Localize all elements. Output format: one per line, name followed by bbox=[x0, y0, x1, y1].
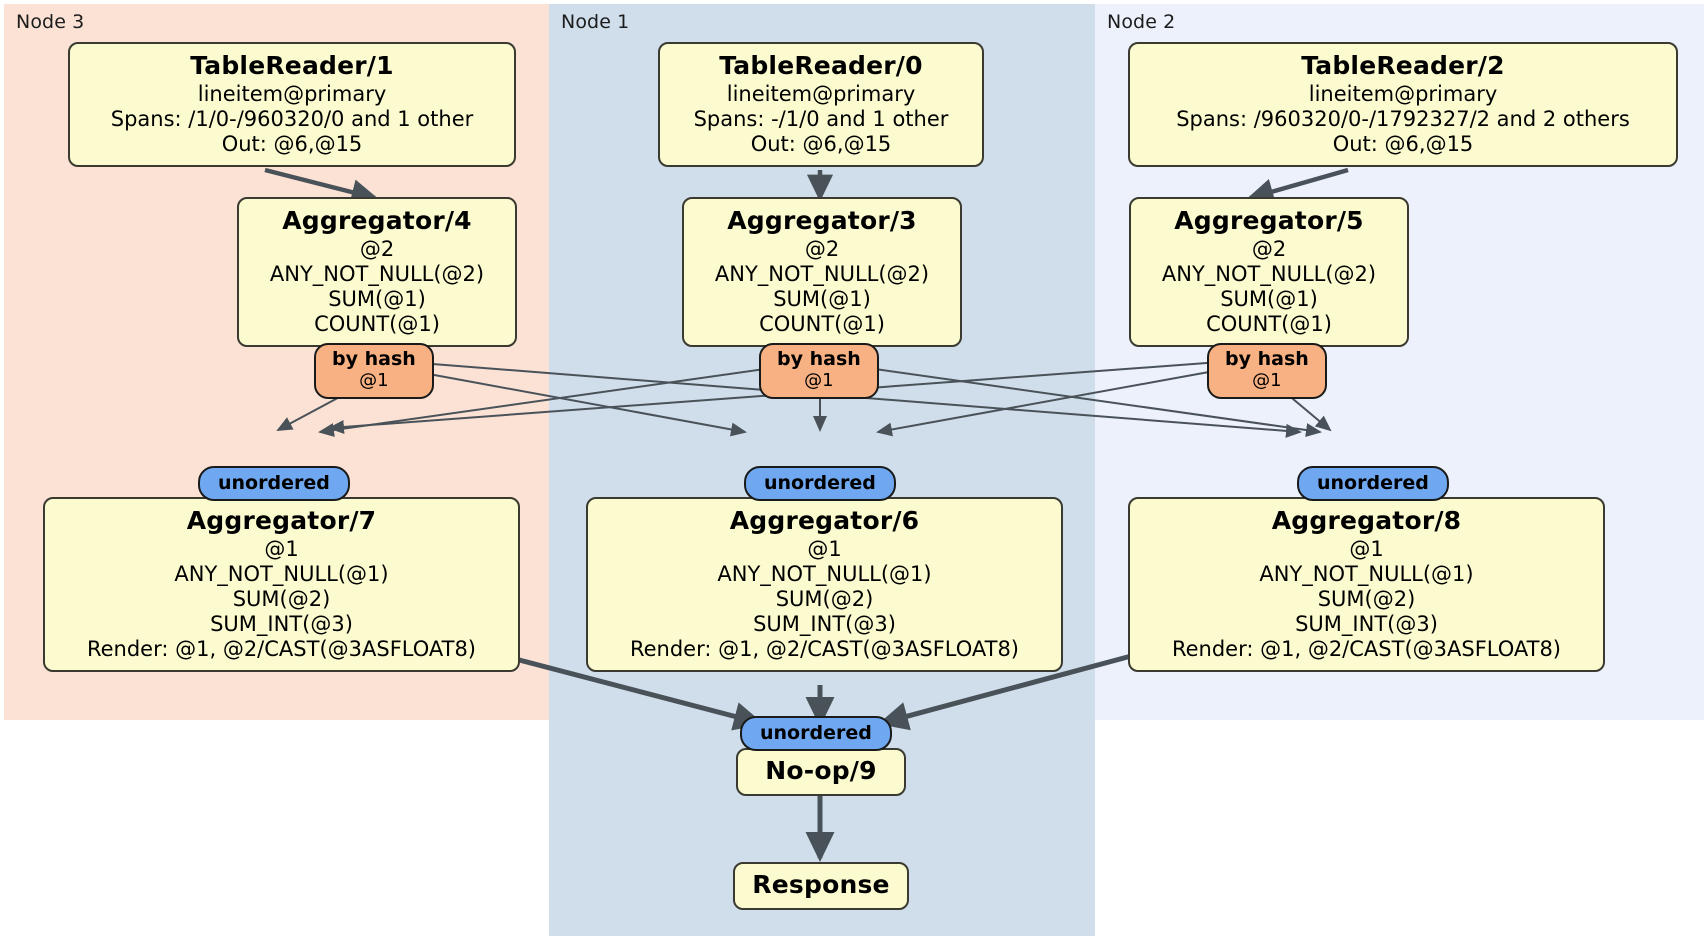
processor-detail-line: lineitem@primary bbox=[197, 81, 387, 106]
synchronizer-title: unordered bbox=[764, 472, 876, 494]
processor-aggregator-6[interactable]: Aggregator/6 @1 ANY_NOT_NULL(@1) SUM(@2)… bbox=[586, 497, 1063, 673]
node-region-label: Node 3 bbox=[16, 11, 85, 33]
processor-render-line: Render: @1, @2/CAST(@3ASFLOAT8) bbox=[1171, 637, 1562, 662]
processor-aggregator-3[interactable]: Aggregator/3 @2 ANY_NOT_NULL(@2) SUM(@1)… bbox=[682, 197, 962, 348]
router-title: by hash bbox=[1225, 348, 1309, 370]
processor-aggregator-5[interactable]: Aggregator/5 @2 ANY_NOT_NULL(@2) SUM(@1)… bbox=[1129, 197, 1409, 348]
router-column: @1 bbox=[1252, 370, 1282, 392]
processor-detail-line: ANY_NOT_NULL(@1) bbox=[1259, 561, 1474, 586]
processor-detail-line: COUNT(@1) bbox=[1206, 312, 1332, 337]
router-title: by hash bbox=[777, 348, 861, 370]
processor-title: Response bbox=[752, 870, 890, 899]
router-column: @1 bbox=[359, 370, 389, 392]
synchronizer-left[interactable]: unordered bbox=[198, 466, 350, 502]
hash-router-left[interactable]: by hash @1 bbox=[314, 343, 434, 399]
processor-detail-line: @2 bbox=[1251, 236, 1287, 261]
processor-detail-line: ANY_NOT_NULL(@2) bbox=[1161, 261, 1377, 286]
processor-title: TableReader/0 bbox=[719, 51, 923, 80]
router-column: @1 bbox=[804, 370, 834, 392]
processor-detail-line: lineitem@primary bbox=[726, 81, 916, 106]
processor-title: Aggregator/3 bbox=[727, 206, 917, 235]
processor-title: No-op/9 bbox=[765, 756, 877, 785]
processor-title: Aggregator/6 bbox=[729, 506, 920, 535]
processor-detail-line: SUM(@1) bbox=[773, 286, 871, 311]
processor-detail-line: Out: @6,@15 bbox=[750, 131, 892, 156]
processor-detail-line: SUM(@2) bbox=[232, 586, 331, 611]
processor-response[interactable]: Response bbox=[733, 862, 909, 910]
synchronizer-center[interactable]: unordered bbox=[744, 466, 896, 502]
processor-detail-line: ANY_NOT_NULL(@1) bbox=[174, 561, 389, 586]
processor-title: Aggregator/5 bbox=[1174, 206, 1364, 235]
processor-detail-line: Spans: -/1/0 and 1 other bbox=[693, 106, 949, 131]
processor-title: Aggregator/8 bbox=[1271, 506, 1462, 535]
processor-title: Aggregator/7 bbox=[186, 506, 377, 535]
node-region-label: Node 1 bbox=[561, 11, 630, 33]
processor-detail-line: Out: @6,@15 bbox=[221, 131, 363, 156]
processor-render-line: Render: @1, @2/CAST(@3ASFLOAT8) bbox=[86, 637, 477, 662]
processor-detail-line: SUM(@1) bbox=[1220, 286, 1318, 311]
processor-detail-line: Spans: /960320/0-/1792327/2 and 2 others bbox=[1176, 106, 1630, 131]
processor-detail-line: @2 bbox=[359, 236, 395, 261]
processor-detail-line: Spans: /1/0-/960320/0 and 1 other bbox=[110, 106, 474, 131]
router-title: by hash bbox=[332, 348, 416, 370]
processor-detail-line: SUM(@2) bbox=[1317, 586, 1416, 611]
processor-detail-line: COUNT(@1) bbox=[759, 312, 885, 337]
hash-router-right[interactable]: by hash @1 bbox=[1207, 343, 1327, 399]
node-region-label: Node 2 bbox=[1107, 11, 1176, 33]
processor-detail-line: SUM(@2) bbox=[775, 586, 874, 611]
processor-title: TableReader/2 bbox=[1301, 51, 1505, 80]
processor-noop-9[interactable]: No-op/9 bbox=[736, 748, 906, 796]
hash-router-center[interactable]: by hash @1 bbox=[759, 343, 879, 399]
processor-detail-line: @1 bbox=[1349, 536, 1384, 561]
processor-title: Aggregator/4 bbox=[282, 206, 472, 235]
processor-aggregator-7[interactable]: Aggregator/7 @1 ANY_NOT_NULL(@1) SUM(@2)… bbox=[43, 497, 520, 673]
synchronizer-final[interactable]: unordered bbox=[740, 716, 892, 752]
processor-table-reader-2[interactable]: TableReader/2 lineitem@primary Spans: /9… bbox=[1128, 42, 1678, 168]
processor-detail-line: ANY_NOT_NULL(@1) bbox=[717, 561, 932, 586]
synchronizer-title: unordered bbox=[218, 472, 330, 494]
processor-detail-line: SUM_INT(@3) bbox=[210, 612, 353, 637]
processor-detail-line: @1 bbox=[807, 536, 842, 561]
processor-detail-line: SUM_INT(@3) bbox=[1295, 612, 1438, 637]
processor-detail-line: @2 bbox=[804, 236, 840, 261]
processor-detail-line: SUM(@1) bbox=[328, 286, 426, 311]
processor-detail-line: COUNT(@1) bbox=[314, 312, 440, 337]
processor-title: TableReader/1 bbox=[190, 51, 394, 80]
processor-detail-line: Out: @6,@15 bbox=[1332, 131, 1474, 156]
processor-detail-line: @1 bbox=[264, 536, 299, 561]
processor-detail-line: lineitem@primary bbox=[1308, 81, 1498, 106]
processor-detail-line: ANY_NOT_NULL(@2) bbox=[714, 261, 930, 286]
processor-table-reader-0[interactable]: TableReader/0 lineitem@primary Spans: -/… bbox=[658, 42, 984, 168]
processor-detail-line: ANY_NOT_NULL(@2) bbox=[269, 261, 485, 286]
processor-render-line: Render: @1, @2/CAST(@3ASFLOAT8) bbox=[629, 637, 1020, 662]
processor-detail-line: SUM_INT(@3) bbox=[753, 612, 896, 637]
synchronizer-title: unordered bbox=[760, 722, 872, 744]
processor-aggregator-8[interactable]: Aggregator/8 @1 ANY_NOT_NULL(@1) SUM(@2)… bbox=[1128, 497, 1605, 673]
synchronizer-title: unordered bbox=[1317, 472, 1429, 494]
processor-aggregator-4[interactable]: Aggregator/4 @2 ANY_NOT_NULL(@2) SUM(@1)… bbox=[237, 197, 517, 348]
processor-table-reader-1[interactable]: TableReader/1 lineitem@primary Spans: /1… bbox=[68, 42, 516, 168]
synchronizer-right[interactable]: unordered bbox=[1297, 466, 1449, 502]
